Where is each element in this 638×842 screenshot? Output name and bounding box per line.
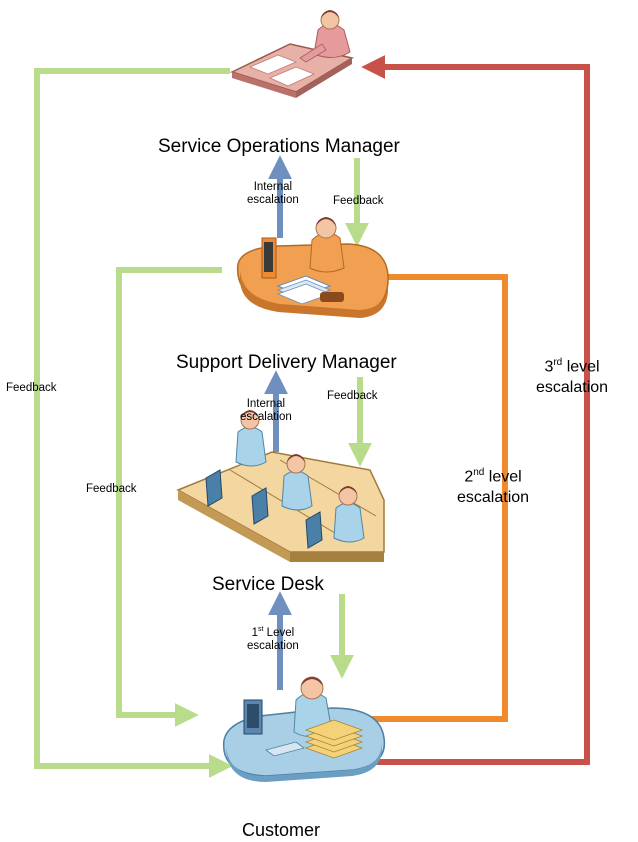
feedback-lower-label: Feedback bbox=[327, 390, 378, 402]
third-level-escalation-label: 3rd level escalation bbox=[536, 357, 609, 397]
service-desk-icon bbox=[176, 410, 385, 562]
service-desk-label: Service Desk bbox=[212, 574, 324, 595]
support-delivery-manager-icon bbox=[236, 217, 389, 318]
service-operations-manager-label: Service Operations Manager bbox=[158, 136, 400, 157]
feedback-outer-arrow bbox=[34, 68, 233, 778]
second-level-escalation-label: 2nd level escalation bbox=[457, 467, 530, 507]
customer-icon bbox=[222, 676, 386, 782]
first-level-escalation-label: 1st Level escalation bbox=[247, 626, 299, 653]
feedback-inner-arrow bbox=[116, 267, 222, 727]
third-level-escalation-arrow bbox=[361, 55, 590, 765]
feedback-inner-label: Feedback bbox=[86, 483, 137, 495]
feedback-upper-label: Feedback bbox=[333, 195, 384, 207]
feedback-outer-label: Feedback bbox=[6, 382, 57, 394]
support-delivery-manager-label: Support Delivery Manager bbox=[176, 352, 397, 373]
customer-label: Customer bbox=[242, 820, 321, 840]
service-operations-manager-icon bbox=[229, 10, 354, 98]
internal-escalation-lower-label: Internal escalation bbox=[240, 398, 292, 424]
internal-escalation-upper-label: Internal escalation bbox=[247, 181, 299, 207]
second-level-escalation-arrow bbox=[353, 265, 508, 722]
